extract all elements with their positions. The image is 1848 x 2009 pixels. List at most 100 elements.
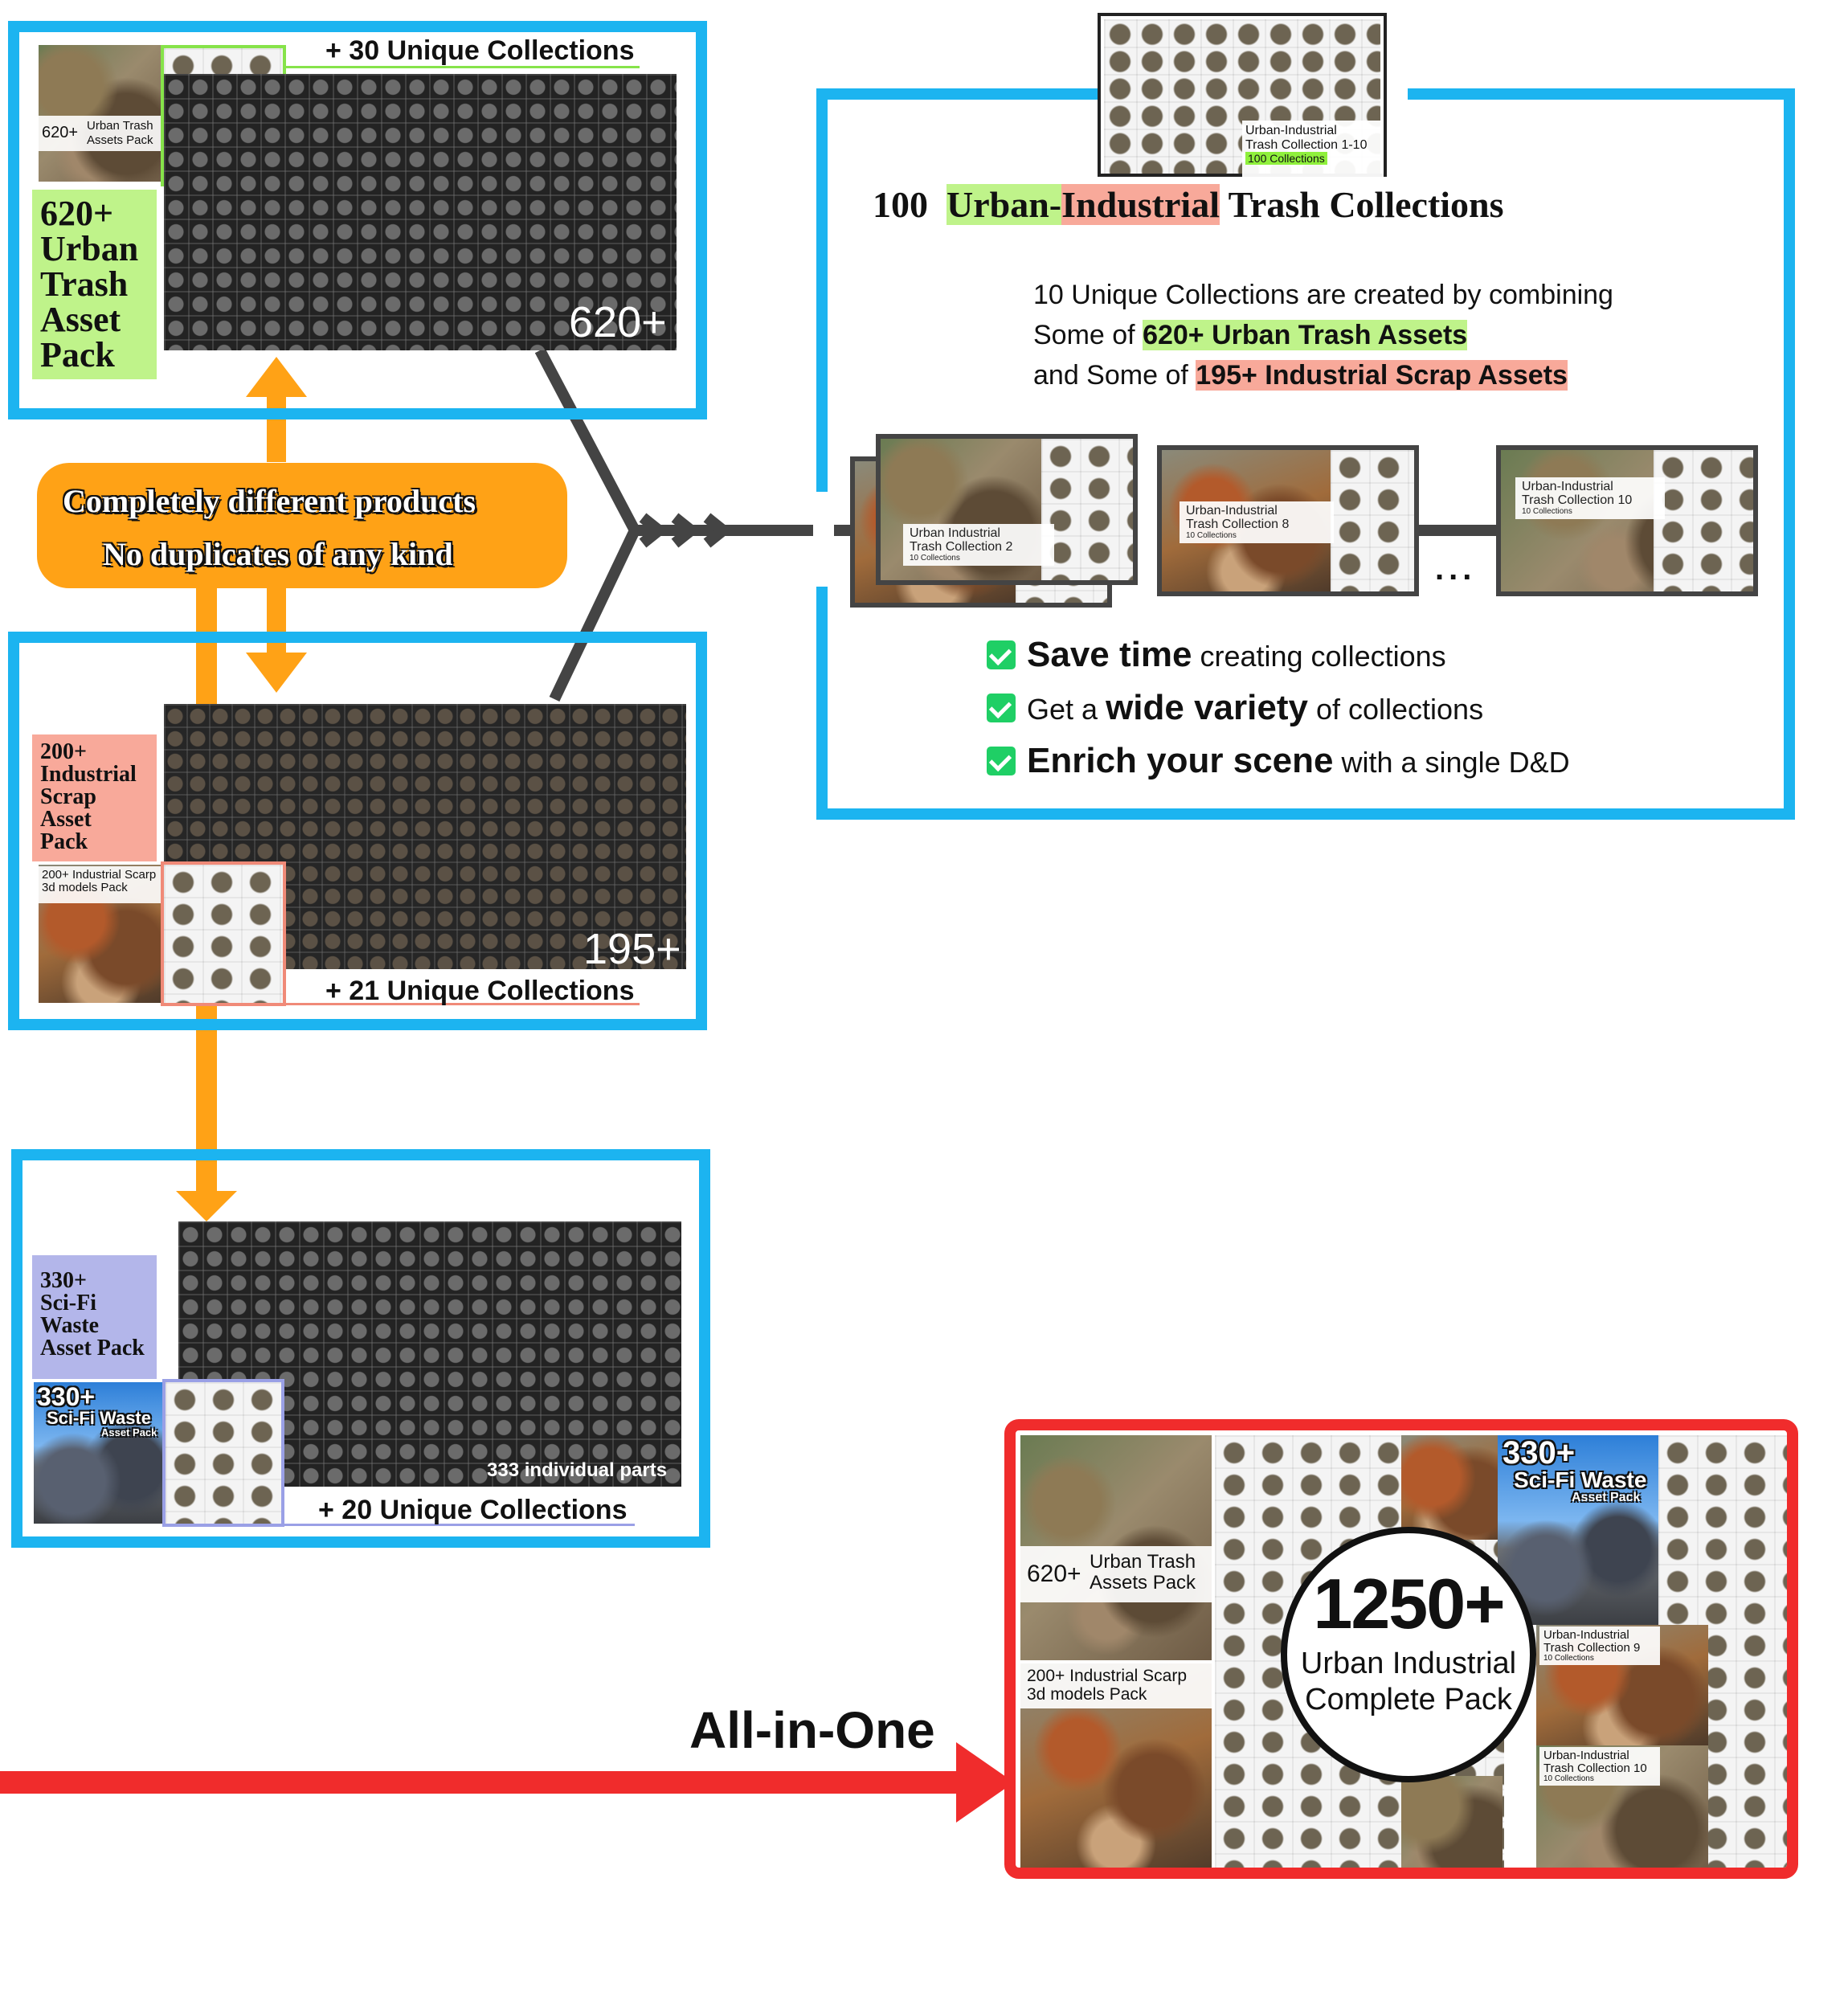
trash-collections-box	[816, 88, 1795, 820]
pack-c9-line-1: Urban-Industrial	[1543, 1628, 1629, 1642]
feature-1-rest: creating collections	[1192, 640, 1446, 673]
pack-industrial-caption: 200+ Industrial Scarp 3d models Pack	[1020, 1663, 1212, 1708]
pack-c10-line-1: Urban-Industrial	[1543, 1749, 1629, 1762]
scifi-cover-line-1: 330+	[37, 1382, 96, 1411]
feature-list: Save time creating collections Get a wid…	[987, 628, 1570, 788]
urban-collections-underline	[286, 66, 640, 68]
feature-save-time: Save time creating collections	[987, 628, 1570, 681]
pack-c10-line-2: Trash Collection 10	[1543, 1761, 1647, 1775]
banner-line-2: No duplicates of any kind	[103, 536, 453, 572]
industrial-label-line-1: 200+	[40, 739, 87, 764]
feature-3-bold: Enrich your scene	[1027, 741, 1334, 780]
scifi-waste-box	[11, 1149, 710, 1548]
card-10-thumbs	[1654, 450, 1753, 591]
scifi-label-line-4: Asset Pack	[40, 1336, 145, 1360]
urban-label-line-1: 620+	[40, 194, 114, 233]
pack-center-line-2: Complete Pack	[1305, 1683, 1512, 1717]
check-icon	[987, 640, 1016, 669]
card-8-line-2: Trash Collection 8	[1186, 517, 1290, 531]
different-products-banner: Completely different products No duplica…	[37, 463, 567, 588]
feature-2-pre: Get a	[1027, 693, 1106, 726]
pack-urban-text-1: Urban Trash	[1090, 1551, 1196, 1573]
collection-card-2: Urban Industrial Trash Collection 2 10 C…	[876, 434, 1138, 585]
pack-center-line-1: Urban Industrial	[1300, 1647, 1517, 1680]
card-2-thumbs	[1041, 439, 1133, 580]
pack-collection-7-image	[1401, 1776, 1503, 1868]
scifi-label-line-2: Sci-Fi	[40, 1291, 96, 1315]
trash-collections-cover: Urban-Industrial Trash Collection 1-10 1…	[1098, 13, 1387, 177]
pack-collection-10-caption: Urban-Industrial Trash Collection 10 10 …	[1539, 1747, 1660, 1786]
description-line-2-pre: Some of	[1033, 320, 1135, 350]
pack-industrial-text-2: 3d models Pack	[1027, 1685, 1147, 1704]
industrial-scrap-box	[8, 632, 707, 1030]
card-8-line-1: Urban-Industrial	[1186, 504, 1278, 518]
urban-label-line-4: Asset	[40, 300, 121, 339]
title-rest: Trash Collections	[1228, 184, 1504, 225]
urban-label-line-5: Pack	[40, 335, 115, 374]
collection-card-10: Urban-Industrial Trash Collection 10 10 …	[1496, 445, 1758, 596]
industrial-label-line-5: Pack	[40, 829, 88, 854]
pack-collection-9-caption: Urban-Industrial Trash Collection 9 10 C…	[1539, 1626, 1660, 1665]
industrial-label-line-3: Scrap	[40, 784, 96, 809]
trash-description: 10 Unique Collections are created by com…	[1033, 275, 1613, 395]
industrial-collections-underline	[286, 1003, 640, 1005]
urban-browser-count: 620+	[569, 298, 667, 346]
card-2-caption: Urban Industrial Trash Collection 2 10 C…	[903, 524, 1054, 567]
collections-ellipsis: ...	[1435, 551, 1477, 587]
urban-label-line-2: Urban	[40, 229, 139, 268]
complete-pack-box: 620+ Urban Trash Assets Pack 200+ Indust…	[1004, 1419, 1798, 1879]
pack-scifi-text: 330+ Sci-Fi Waste Asset Pack	[1503, 1437, 1660, 1504]
description-line-2: Some of 620+ Urban Trash Assets	[1033, 315, 1613, 355]
pack-center-number: 1250+	[1313, 1564, 1505, 1643]
scifi-browser-count: 333 individual parts	[487, 1459, 668, 1481]
urban-cover-image	[39, 45, 164, 182]
urban-cover-text-1: Urban Trash	[87, 119, 153, 133]
card-8-thumbs	[1331, 450, 1414, 591]
check-icon	[987, 747, 1016, 775]
industrial-cover-thumbs	[161, 861, 286, 1006]
urban-cover-caption: 620+ Urban Trash Assets Pack	[39, 116, 164, 151]
scifi-collections-label: + 20 Unique Collections	[318, 1495, 628, 1525]
urban-asset-browser	[164, 74, 677, 350]
feature-wide-variety: Get a wide variety of collections	[987, 681, 1570, 734]
card-8-caption: Urban-Industrial Trash Collection 8 10 C…	[1180, 501, 1334, 544]
industrial-cover-text-2: 3d models Pack	[42, 880, 128, 894]
urban-label-line-3: Trash	[40, 264, 129, 304]
card-10-line-2: Trash Collection 10	[1522, 493, 1633, 507]
industrial-browser-count: 195+	[583, 925, 681, 973]
scifi-label-line-3: Waste	[40, 1313, 100, 1338]
feature-enrich-scene: Enrich your scene with a single D&D	[987, 734, 1570, 788]
pack-urban-count: 620+	[1027, 1561, 1081, 1587]
trash-cover-caption: Urban-Industrial Trash Collection 1-10 1…	[1242, 121, 1384, 177]
feature-3-text: Enrich your scene with a single D&D	[1027, 741, 1570, 781]
urban-cover-text-2: Assets Pack	[87, 133, 153, 147]
urban-assets-highlight: 620+ Urban Trash Assets	[1143, 320, 1468, 350]
pack-scifi-line-3: Asset Pack	[1572, 1491, 1641, 1504]
title-number: 100	[873, 184, 928, 225]
card-10-line-1: Urban-Industrial	[1522, 480, 1613, 493]
pack-c9-line-2: Trash Collection 9	[1543, 1640, 1641, 1655]
feature-1-bold: Save time	[1027, 635, 1192, 674]
industrial-label-line-4: Asset	[40, 807, 92, 832]
card-8-line-3: 10 Collections	[1186, 530, 1237, 540]
trash-box-left-gap	[813, 492, 834, 587]
feature-2-bold: wide variety	[1106, 688, 1308, 727]
card-2-line-1: Urban Industrial	[910, 526, 1000, 540]
pack-scifi-image	[1498, 1435, 1658, 1625]
title-industrial: Industrial	[1061, 184, 1220, 225]
description-line-3: and Some of 195+ Industrial Scrap Assets	[1033, 355, 1613, 395]
feature-3-rest: with a single D&D	[1333, 746, 1570, 779]
industrial-cover-text-1: 200+ Industrial Scarp	[42, 868, 157, 882]
scifi-collections-underline	[284, 1524, 635, 1526]
pack-scifi-line-1: 330+	[1503, 1435, 1576, 1471]
industrial-assets-highlight: 195+ Industrial Scrap Assets	[1196, 360, 1568, 391]
feature-2-rest: of collections	[1307, 693, 1484, 726]
scifi-label-line-1: 330+	[40, 1268, 87, 1293]
urban-collections-label: + 30 Unique Collections	[325, 35, 635, 66]
card-10-line-3: 10 Collections	[1522, 506, 1572, 516]
description-line-1: 10 Unique Collections are created by com…	[1033, 280, 1613, 310]
scifi-cover-thumbs	[162, 1379, 284, 1527]
industrial-label-line-2: Industrial	[40, 762, 137, 787]
trash-cover-badge: 100 Collections	[1245, 152, 1327, 166]
pack-industrial-text-1: 200+ Industrial Scarp	[1027, 1667, 1188, 1685]
